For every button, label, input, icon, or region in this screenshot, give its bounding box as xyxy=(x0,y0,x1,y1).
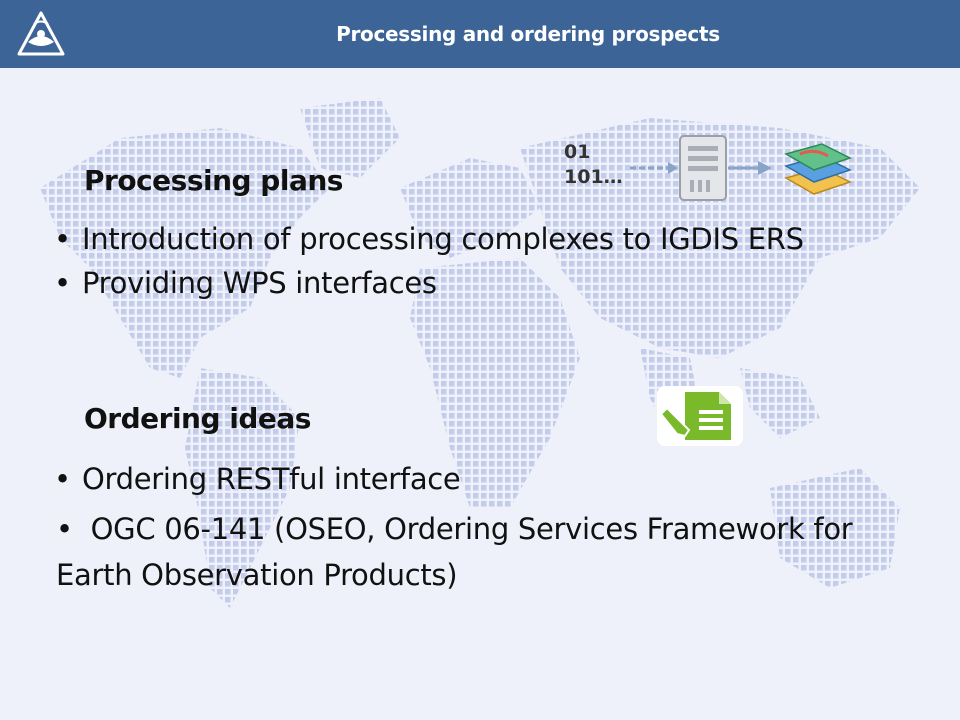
list-item-text: OGC 06-141 (OSEO, Ordering Services Fram… xyxy=(56,512,853,592)
list-item: • Providing WPS interfaces xyxy=(54,266,437,300)
list-item: • Ordering RESTful interface xyxy=(54,462,461,496)
bullet-dot: • xyxy=(56,512,91,546)
bullet-dot: • xyxy=(54,222,71,256)
arrow-right-icon xyxy=(728,161,772,175)
section-heading-processing: Processing plans xyxy=(84,164,343,197)
binary-text-line2: 101… xyxy=(564,166,623,188)
title-bar: Processing and ordering prospects xyxy=(0,0,960,68)
page-title: Processing and ordering prospects xyxy=(336,22,720,46)
list-item: • OGC 06-141 (OSEO, Ordering Services Fr… xyxy=(56,506,936,598)
list-item-text: Introduction of processing complexes to … xyxy=(82,222,804,256)
list-item-text: Providing WPS interfaces xyxy=(82,266,437,300)
binary-text-line1: 01 xyxy=(564,141,590,163)
processing-figure: 01 101… xyxy=(564,135,852,201)
list-item-text: Ordering RESTful interface xyxy=(82,462,461,496)
list-item: • Introduction of processing complexes to… xyxy=(54,222,804,256)
order-document-icon xyxy=(657,386,743,446)
server-icon xyxy=(679,135,727,201)
emblem-logo-icon xyxy=(17,11,65,56)
bullet-dot: • xyxy=(54,462,71,496)
map-layers-icon xyxy=(784,143,852,195)
arrow-right-icon xyxy=(630,162,678,174)
bullet-dot: • xyxy=(54,266,71,300)
section-heading-ordering: Ordering ideas xyxy=(84,402,311,435)
